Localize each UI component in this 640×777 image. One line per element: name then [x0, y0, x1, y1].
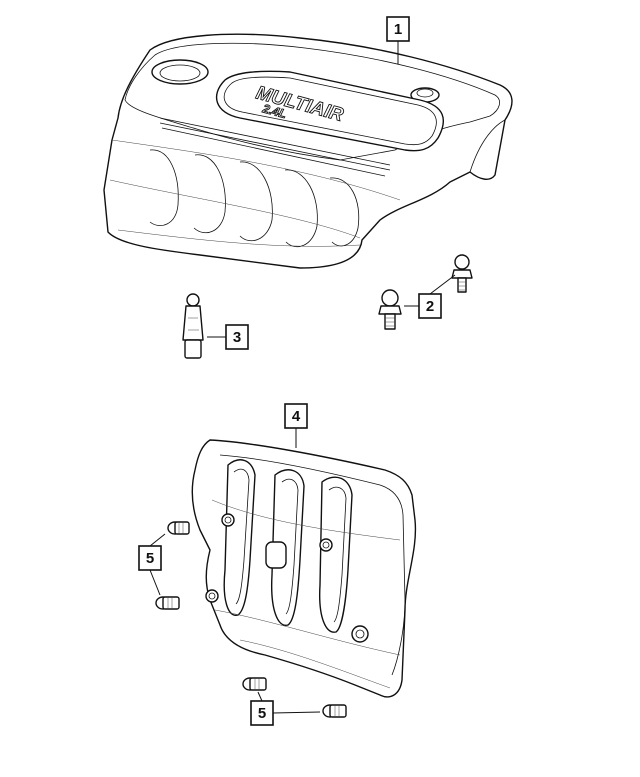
bolt-lower-left [155, 596, 180, 610]
engine-cover: MULTIAIR 2.4L [103, 33, 513, 269]
callout-2: 2 [404, 274, 456, 319]
callout-5b: 5 [250, 691, 321, 726]
callout-5b-label: 5 [258, 705, 266, 722]
bolt-bottom-middle [242, 677, 267, 691]
displacement-emblem-text: 2.4L [260, 101, 288, 121]
callout-1-label: 1 [394, 21, 402, 38]
bolt-bottom-right [322, 704, 347, 718]
callout-1: 1 [386, 16, 410, 64]
callout-2-label: 2 [426, 298, 434, 315]
callout-3-label: 3 [233, 329, 241, 346]
callout-4: 4 [284, 403, 308, 448]
ball-stud-upper [451, 254, 473, 293]
callout-5a: 5 [138, 533, 166, 596]
bolt-upper-left [167, 521, 190, 535]
callout-5a-label: 5 [146, 550, 154, 567]
ball-stud-lower [378, 289, 402, 330]
callout-3: 3 [207, 324, 249, 350]
callout-4-label: 4 [292, 408, 301, 425]
grommet-pin [182, 293, 204, 359]
heat-shield [191, 439, 417, 698]
